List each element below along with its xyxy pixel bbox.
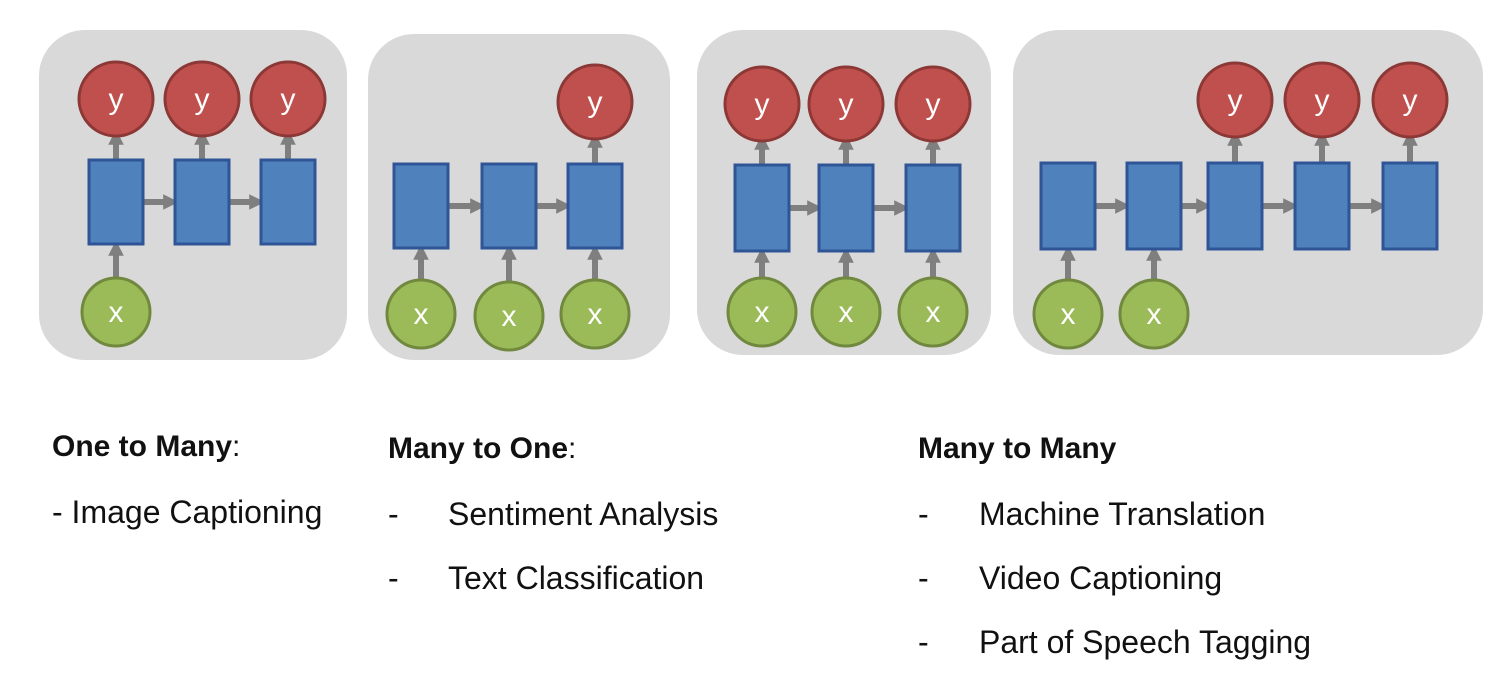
rnn-cell <box>817 163 875 253</box>
output-node-label: y <box>1228 84 1243 117</box>
input-node <box>726 276 798 348</box>
legend-list-item: - Image Captioning <box>52 494 322 530</box>
legend-many-to-many-title: Many to Many <box>918 432 1117 465</box>
rnn-cell <box>733 163 791 253</box>
rnn-cell <box>1206 161 1264 251</box>
legend-many-to-one: Many to One: - Sentiment Analysis - Text C… <box>388 432 718 596</box>
legend-many-to-one-title: Many to One <box>388 432 569 465</box>
input-node-label: x <box>755 296 770 329</box>
list-dash: - <box>918 496 929 532</box>
input-node <box>810 276 882 348</box>
rnn-cell <box>259 158 317 246</box>
output-node <box>1283 61 1361 139</box>
list-item-text: Video Captioning <box>979 560 1223 596</box>
output-node-label: y <box>195 83 210 116</box>
input-node-label: x <box>502 300 517 333</box>
list-dash: - <box>918 624 929 660</box>
output-node <box>807 65 885 143</box>
output-node <box>1371 61 1449 139</box>
rnn-cell <box>87 158 145 246</box>
input-node <box>80 276 152 348</box>
legend-list-item: - Machine Translation <box>918 496 1311 560</box>
output-node-label: y <box>839 88 854 121</box>
list-item-text: Part of Speech Tagging <box>979 624 1312 660</box>
list-dash: - <box>918 560 929 596</box>
input-node <box>897 276 969 348</box>
input-node-label: x <box>839 296 854 329</box>
list-item-text: Machine Translation <box>979 496 1266 532</box>
panel-many-to-many-seq2seq: x x y y y <box>1013 30 1483 355</box>
output-node <box>723 65 801 143</box>
legend-list-item: - Sentiment Analysis <box>388 496 718 560</box>
legend-many-to-one-heading: Many to One: <box>388 432 718 466</box>
output-node <box>894 65 972 143</box>
output-node <box>77 60 155 138</box>
legend-one-to-many-heading: One to Many: <box>52 430 322 464</box>
input-node <box>385 278 457 350</box>
list-dash: - <box>52 494 63 530</box>
input-node-label: x <box>588 298 603 331</box>
legend-many-to-many-heading: Many to Many <box>918 432 1311 466</box>
output-node <box>249 60 327 138</box>
rnn-cell <box>1381 161 1439 251</box>
rnn-cell <box>480 162 538 250</box>
input-node-label: x <box>1147 298 1162 331</box>
legend-list-item: - Part of Speech Tagging <box>918 624 1311 660</box>
legend-many-to-one-list: - Sentiment Analysis - Text Classification <box>388 496 718 596</box>
list-dash: - <box>388 496 399 532</box>
input-node <box>1032 278 1104 350</box>
legend-one-to-many-suffix: : <box>232 430 241 463</box>
input-node-label: x <box>1061 298 1076 331</box>
output-node <box>556 63 634 141</box>
output-node-label: y <box>1403 84 1418 117</box>
list-item-text: Sentiment Analysis <box>448 496 719 532</box>
output-node-label: y <box>588 86 603 119</box>
rnn-cell <box>566 162 624 250</box>
rnn-architecture-diagram: x y y y x x x y x x x y y y x x y y y <box>39 30 1483 360</box>
output-node-label: y <box>281 83 296 116</box>
output-node <box>163 60 241 138</box>
output-node <box>1196 61 1274 139</box>
rnn-cell <box>392 162 450 250</box>
rnn-cell <box>173 158 231 246</box>
legend-list-item: - Text Classification <box>388 560 718 596</box>
rnn-cell <box>1293 161 1351 251</box>
legend-list-item: - Video Captioning <box>918 560 1311 624</box>
rnn-cell <box>904 163 962 253</box>
input-node-label: x <box>926 296 941 329</box>
output-node-label: y <box>926 88 941 121</box>
rnn-cell <box>1125 161 1183 251</box>
input-node-label: x <box>414 298 429 331</box>
legend-one-to-many: One to Many: - Image Captioning <box>52 430 322 530</box>
panel-one-to-many: x y y y <box>39 30 347 360</box>
output-node-label: y <box>1315 84 1330 117</box>
input-node-label: x <box>109 296 124 329</box>
rnn-cell <box>1039 161 1097 251</box>
list-dash: - <box>388 560 399 596</box>
legend-one-to-many-list: - Image Captioning <box>52 494 322 530</box>
legend-many-to-many-list: - Machine Translation - Video Captioning -… <box>918 496 1311 660</box>
input-node <box>1118 278 1190 350</box>
input-node <box>559 278 631 350</box>
legend-many-to-many: Many to Many - Machine Translation - Video… <box>918 432 1311 660</box>
panel-many-to-one: x x x y <box>368 34 670 360</box>
output-node-label: y <box>755 88 770 121</box>
input-node <box>473 280 545 352</box>
list-item-text: Text Classification <box>448 560 705 596</box>
list-item-text: Image Captioning <box>71 494 323 530</box>
legend-one-to-many-title: One to Many <box>52 430 233 463</box>
panel-many-to-many-synced: x x x y y y <box>697 30 991 355</box>
legend-many-to-one-suffix: : <box>568 432 577 465</box>
output-node-label: y <box>109 83 124 116</box>
